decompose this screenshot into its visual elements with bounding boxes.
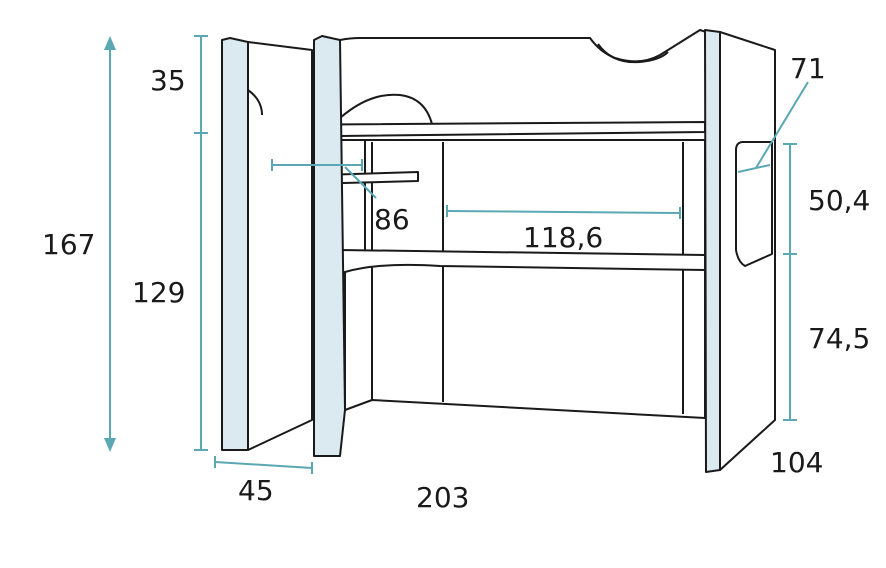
back-panel-top-notch bbox=[597, 43, 669, 64]
back-panel-cutout bbox=[339, 93, 433, 125]
desk-dim-line bbox=[446, 210, 681, 214]
label-total-length: 203 bbox=[416, 481, 469, 514]
label-shelf-depth: 86 bbox=[374, 203, 410, 236]
ladder-front-post bbox=[313, 35, 346, 457]
loft-bed-drawing bbox=[221, 29, 776, 473]
label-upper-opening-height: 50,4 bbox=[808, 184, 870, 217]
label-desk-height: 74,5 bbox=[808, 322, 870, 355]
label-desk-width: 118,6 bbox=[523, 221, 603, 254]
height-arrow-top bbox=[104, 36, 116, 50]
dimension-labels: 167 35 129 86 118,6 71 50,4 74,5 45 203 … bbox=[42, 52, 870, 514]
end-opening-leader bbox=[755, 81, 809, 169]
ladder-rear-panel bbox=[247, 41, 313, 451]
back-panel bbox=[334, 29, 707, 131]
right-end-panel bbox=[719, 31, 776, 471]
right-end-post bbox=[704, 29, 721, 473]
dimension-lines bbox=[104, 35, 809, 474]
depth-dim-line bbox=[214, 461, 313, 469]
label-ladder-depth: 45 bbox=[238, 474, 274, 507]
label-total-height: 167 bbox=[42, 228, 95, 261]
shelf-dim-leader bbox=[344, 166, 377, 199]
right-end-opening bbox=[735, 141, 773, 267]
label-total-depth: 104 bbox=[770, 446, 823, 479]
label-end-opening: 71 bbox=[790, 52, 826, 85]
end-opening-dim-line bbox=[737, 164, 771, 173]
ladder-rear-post bbox=[221, 37, 249, 451]
height-arrow-bottom bbox=[104, 438, 116, 452]
ladder-rear-cutout bbox=[247, 89, 263, 116]
label-bed-under-height: 129 bbox=[132, 276, 185, 309]
label-top-guard-height: 35 bbox=[150, 64, 186, 97]
